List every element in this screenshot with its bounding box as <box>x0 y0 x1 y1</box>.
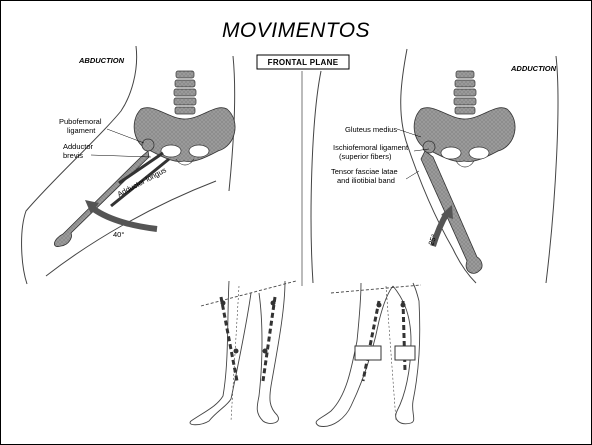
svg-text:Adductor: Adductor <box>63 142 94 151</box>
svg-text:Gluteus medius: Gluteus medius <box>345 125 397 134</box>
svg-text:ligament: ligament <box>67 126 96 135</box>
legs-abduction <box>190 281 296 425</box>
svg-text:Pubofemoral: Pubofemoral <box>59 117 102 126</box>
svg-text:FRONTAL PLANE: FRONTAL PLANE <box>268 58 339 67</box>
abduction-figure: ABDUCTION Pubofemoral ligament Adductor … <box>22 46 236 284</box>
svg-text:(superior fibers): (superior fibers) <box>339 152 392 161</box>
svg-text:brevis: brevis <box>63 151 83 160</box>
adduction-figure: ADDUCTION Gluteus medius Ischiofemoral l… <box>311 49 558 283</box>
svg-text:ADDUCTION: ADDUCTION <box>510 64 557 73</box>
svg-text:and iliotibial band: and iliotibial band <box>337 176 395 185</box>
svg-text:40°: 40° <box>113 230 124 239</box>
legs-adduction <box>316 283 421 426</box>
svg-text:ABDUCTION: ABDUCTION <box>78 56 125 65</box>
frontal-plane-label: FRONTAL PLANE <box>257 55 349 69</box>
svg-text:Tensor fasciae latae: Tensor fasciae latae <box>331 167 398 176</box>
svg-text:Ischiofemoral ligament: Ischiofemoral ligament <box>333 143 409 152</box>
